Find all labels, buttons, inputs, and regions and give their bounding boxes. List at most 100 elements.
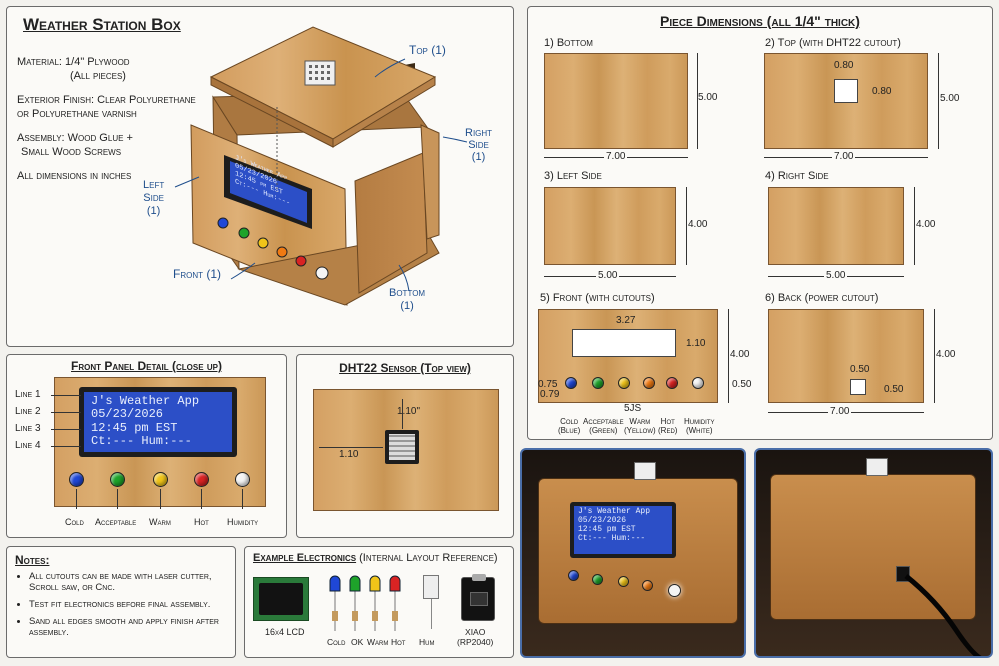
- piece-front-left-a: 0.75: [538, 379, 558, 390]
- electronics-lcd-label: 16x4 LCD: [265, 627, 305, 637]
- note-item: Sand all edges smooth and apply finish a…: [29, 616, 229, 638]
- spec-units: All dimensions in inches: [17, 170, 132, 182]
- photo-back: [754, 448, 993, 658]
- electronics-sensor-label: Hum: [419, 637, 435, 647]
- piece-back-width: 7.00: [828, 406, 852, 417]
- sensor-dim-left: 1.10: [339, 449, 359, 460]
- electronics-led-ok: OK: [351, 637, 364, 647]
- line-label-4: Line 4: [15, 440, 41, 451]
- xiao-label: XIAO(RP2040): [457, 627, 494, 647]
- detail-label-humidity: Humidity: [227, 517, 259, 527]
- line-label-1: Line 1: [15, 389, 41, 400]
- front-piece-led-orange: [643, 377, 655, 389]
- electronics-led-cold: Cold: [327, 637, 346, 647]
- piece-top-width: 7.00: [832, 151, 856, 162]
- piece-bottom-label: 1) Bottom: [544, 37, 593, 49]
- note-item: All cutouts can be made with laser cutte…: [29, 571, 229, 593]
- lcd-line-2: 05/23/2026: [91, 407, 164, 422]
- main-title: Weather Station Box: [23, 15, 181, 34]
- piece-top-height: 5.00: [940, 93, 960, 104]
- piece-back-cutout: [850, 379, 866, 395]
- box-led-green: [238, 227, 250, 239]
- electronics-leds: [329, 575, 401, 631]
- notes-panel: Notes: All cutouts can be made with lase…: [6, 546, 236, 658]
- dht22-sensor: [385, 430, 419, 464]
- detail-label-hot: Hot: [194, 517, 209, 527]
- box-led-orange: [276, 246, 288, 258]
- front-piece-led-yellow: [618, 377, 630, 389]
- piece-left-label: 3) Left Side: [544, 170, 602, 182]
- electronics-dht22: [423, 575, 439, 599]
- sensor-panel: DHT22 Sensor (Top view) 1.10" 1.10: [296, 354, 514, 538]
- xiao-board: [461, 574, 495, 621]
- notes-title: Notes:: [15, 553, 50, 567]
- note-item: Test fit electronics before final assemb…: [29, 599, 229, 610]
- electronics-panel: Example Electronics (Internal Layout Ref…: [244, 546, 514, 658]
- piece-front-cut-width: 3.27: [616, 315, 636, 326]
- photo-front: J's Weather App 05/23/2026 12:45 pm EST …: [520, 448, 746, 658]
- front-piece-led-green: [592, 377, 604, 389]
- dht22-grille: [389, 434, 415, 460]
- piece-bottom: [544, 53, 688, 149]
- front-piece-led-white: [692, 377, 704, 389]
- callout-top: Top (1): [409, 43, 446, 57]
- piece-left: [544, 187, 676, 265]
- piece-back-height: 4.00: [936, 349, 956, 360]
- front-label-hot: Hot(Red): [658, 417, 678, 435]
- spec-finish: Exterior Finish: Clear Polyurethane: [17, 94, 196, 106]
- pieces-panel: Piece Dimensions (all 1/4" thick) 1) Bot…: [527, 6, 993, 440]
- front-label-cold: Cold(Blue): [558, 417, 581, 435]
- exploded-box-illustration: [174, 26, 468, 306]
- piece-front-label: 5) Front (with cutouts): [540, 292, 655, 304]
- lcd-line-1: J's Weather App: [91, 394, 200, 408]
- electronics-led-warm: Warm: [367, 637, 389, 647]
- box-led-blue: [217, 217, 229, 229]
- lcd-line-3: 12:45 pm EST: [91, 420, 178, 435]
- detail-led-white: [235, 472, 250, 487]
- sensor-dim-top: 1.10": [397, 406, 421, 417]
- box-led-white: [315, 266, 329, 280]
- front-detail-title: Front Panel Detail (close up): [71, 359, 222, 373]
- piece-top-cut-height: 0.80: [872, 86, 892, 97]
- piece-back-cut-width: 0.50: [850, 364, 870, 375]
- piece-top-label: 2) Top (with DHT22 cutout): [765, 37, 901, 49]
- front-label-warm: Warm(Yellow): [624, 417, 656, 435]
- front-detail-lcd-screen: J's Weather App 05/23/2026 12:45 pm EST …: [84, 392, 232, 452]
- spec-list: Material: 1/4" Plywood (All pieces) Exte…: [17, 55, 196, 183]
- piece-front-lcd-cutout: [572, 329, 676, 357]
- spec-material: Material: 1/4" Plywood: [17, 56, 130, 68]
- detail-label-cold: Cold: [65, 517, 84, 527]
- electronics-lcd: [253, 577, 309, 621]
- notes-list: All cutouts can be made with laser cutte…: [29, 571, 229, 644]
- piece-left-height: 4.00: [688, 219, 708, 230]
- line-label-3: Line 3: [15, 423, 41, 434]
- detail-led-green: [110, 472, 125, 487]
- piece-front-height: 4.00: [730, 349, 750, 360]
- line-label-2: Line 2: [15, 406, 41, 417]
- piece-right-label: 4) Right Side: [765, 170, 829, 182]
- piece-bottom-width: 7.00: [604, 151, 628, 162]
- spec-assembly-note: Small Wood Screws: [21, 146, 122, 158]
- electronics-title: Example Electronics (Internal Layout Ref…: [253, 552, 498, 564]
- lcd-line-4: Ct:--- Hum:---: [91, 434, 192, 449]
- detail-led-red: [194, 472, 209, 487]
- callout-bottom: Bottom(1): [389, 287, 426, 312]
- detail-label-warm: Warm: [149, 517, 171, 527]
- front-label-humidity: Humidity(White): [684, 417, 715, 435]
- box-led-red: [295, 255, 307, 267]
- spec-finish-note: or Polyurethane varnish: [17, 108, 137, 120]
- piece-right: [768, 187, 904, 265]
- piece-front-left-b: 0.79: [540, 389, 560, 400]
- piece-front-cut-height: 1.10: [686, 338, 706, 349]
- sensor-title: DHT22 Sensor (Top view): [339, 361, 471, 375]
- box-led-yellow: [257, 237, 269, 249]
- main-panel: Weather Station Box Material: 1/4" Plywo…: [6, 6, 514, 347]
- front-label-acceptable: Acceptable(Green): [583, 417, 624, 435]
- piece-front-spacing: 5JS: [624, 403, 642, 414]
- front-piece-led-blue: [565, 377, 577, 389]
- piece-back-label: 6) Back (power cutout): [765, 292, 879, 304]
- piece-bottom-height: 5.00: [698, 92, 718, 103]
- front-detail-panel: Front Panel Detail (close up) J's Weathe…: [6, 354, 287, 538]
